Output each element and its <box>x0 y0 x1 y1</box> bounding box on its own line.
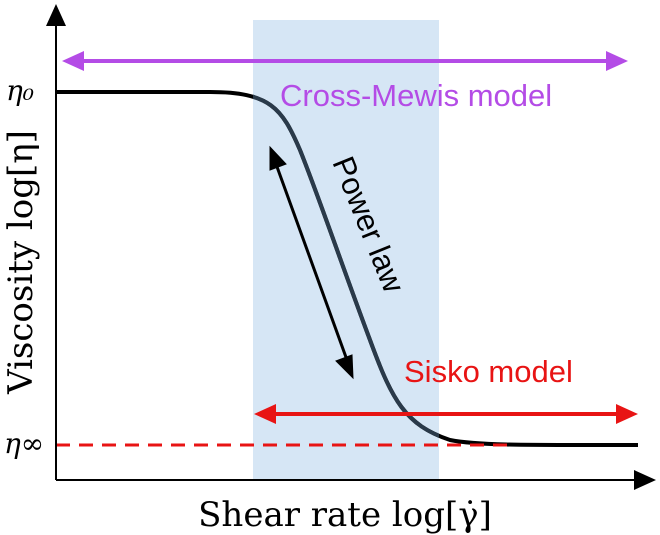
y-axis-arrowhead <box>46 4 66 26</box>
power-law-slope-arrow <box>269 145 354 380</box>
cross-mewis-range-arrow <box>62 51 628 71</box>
x-axis-arrowhead <box>634 470 656 490</box>
cross-mewis-label: Cross-Mewis model <box>280 78 552 113</box>
eta-infinity-label: η∞ <box>4 427 44 460</box>
y-axis-label: Viscosity log[η] <box>1 130 41 395</box>
viscosity-curve-band-segment <box>253 94 439 439</box>
power-law-region <box>253 20 439 480</box>
x-axis-label: Shear rate log[γ̇] <box>198 495 492 535</box>
sisko-label: Sisko model <box>404 354 573 389</box>
eta-zero-label: η₀ <box>6 74 34 107</box>
sisko-range-arrow <box>254 404 638 424</box>
